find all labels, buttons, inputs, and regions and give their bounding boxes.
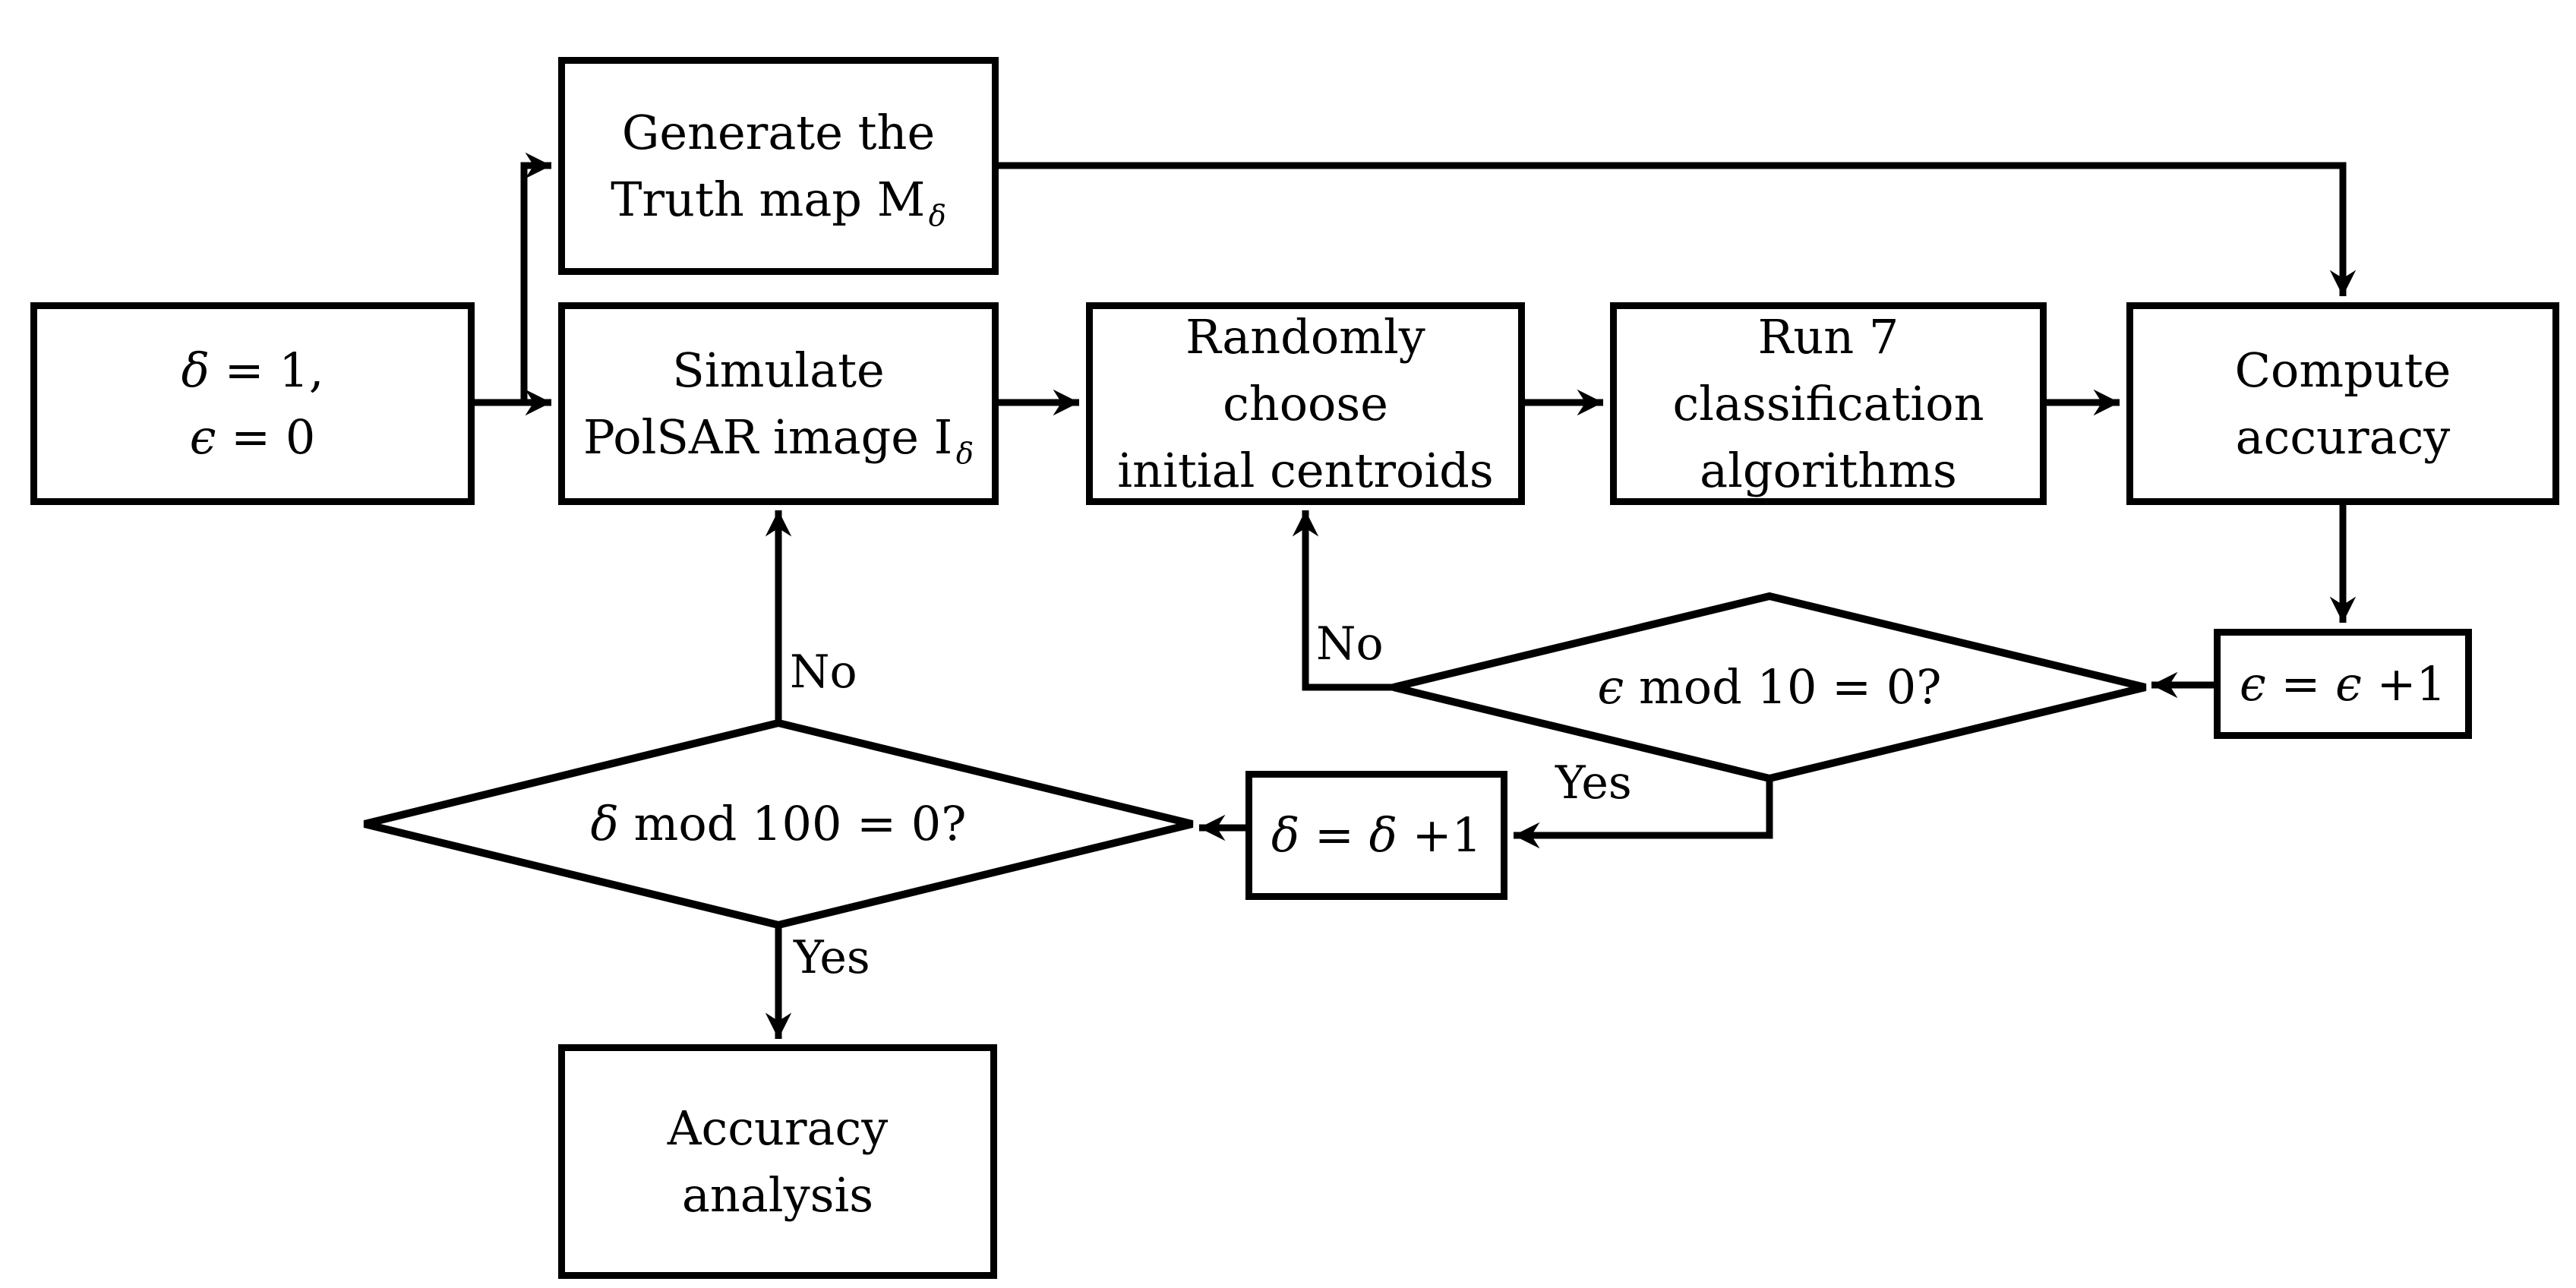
label-yes-delta-check: Yes [794,931,870,984]
edge-eps-check-no-centroids [1292,510,1394,691]
node-delta-increment: δ = δ +1 [1245,771,1507,900]
label-no-delta-check: No [790,646,857,699]
edge-generate-compute [999,162,2357,296]
node-initialization: δ = 1,ϵ = 0 [30,302,475,505]
node-epsilon-increment: ϵ = ϵ +1 [2214,629,2472,739]
edge-init-generate [520,152,551,406]
decision-epsilon-mod-label: ϵ mod 10 = 0? [1597,659,1942,715]
edge-eps-check-yes-delta-inc [1514,778,1773,849]
decision-epsilon-mod-diamond [1392,592,2147,783]
decision-delta-mod-label: δ mod 100 = 0? [590,796,967,851]
decision-delta-mod-diamond [363,718,1194,930]
label-yes-epsilon-check: Yes [1555,756,1632,810]
label-no-epsilon-check: No [1316,617,1384,671]
